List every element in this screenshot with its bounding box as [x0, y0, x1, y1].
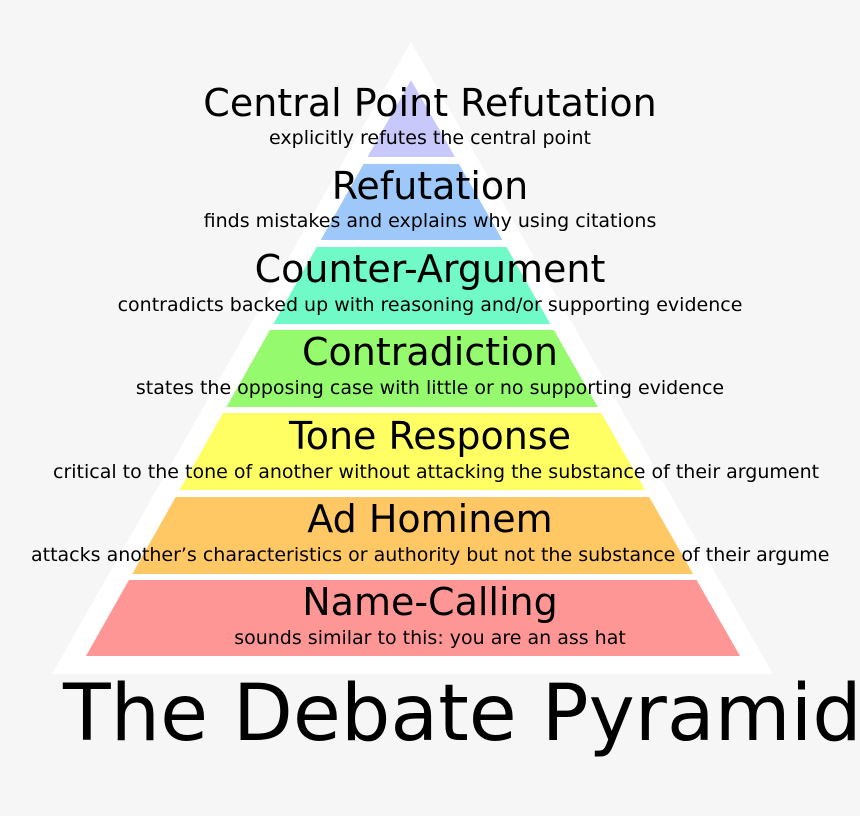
tier-name: Counter-Argument	[254, 247, 606, 291]
tier-name: Tone Response	[288, 414, 572, 458]
tier-description: finds mistakes and explains why using ci…	[203, 210, 657, 232]
pyramid-tier-band	[179, 413, 646, 490]
tier-name: Name-Calling	[302, 580, 558, 624]
tier-name: Contradiction	[301, 330, 559, 374]
tier-name: Central Point Refutation	[203, 81, 657, 125]
tier-description: states the opposing case with little or …	[135, 377, 725, 399]
tier-name: Ad Hominem	[307, 497, 553, 541]
tier-description: critical to the tone of another without …	[53, 461, 820, 483]
pyramid-tier-band	[367, 80, 455, 157]
tier-description: sounds similar to this: you are an ass h…	[234, 627, 626, 649]
tier-description: contradicts backed up with reasoning and…	[117, 294, 743, 316]
tier-description: explicitly refutes the central point	[269, 127, 591, 149]
diagram-title: The Debate Pyramid	[63, 669, 860, 759]
tier-name: Refutation	[331, 164, 529, 208]
tier-description: attacks another’s characteristics or aut…	[31, 544, 830, 566]
pyramid-tier-band	[320, 164, 503, 240]
pyramid-tier-band	[86, 580, 740, 656]
pyramid-tier-band	[132, 497, 694, 574]
pyramid-tier-band	[273, 247, 551, 324]
pyramid-tier-band	[226, 330, 598, 407]
